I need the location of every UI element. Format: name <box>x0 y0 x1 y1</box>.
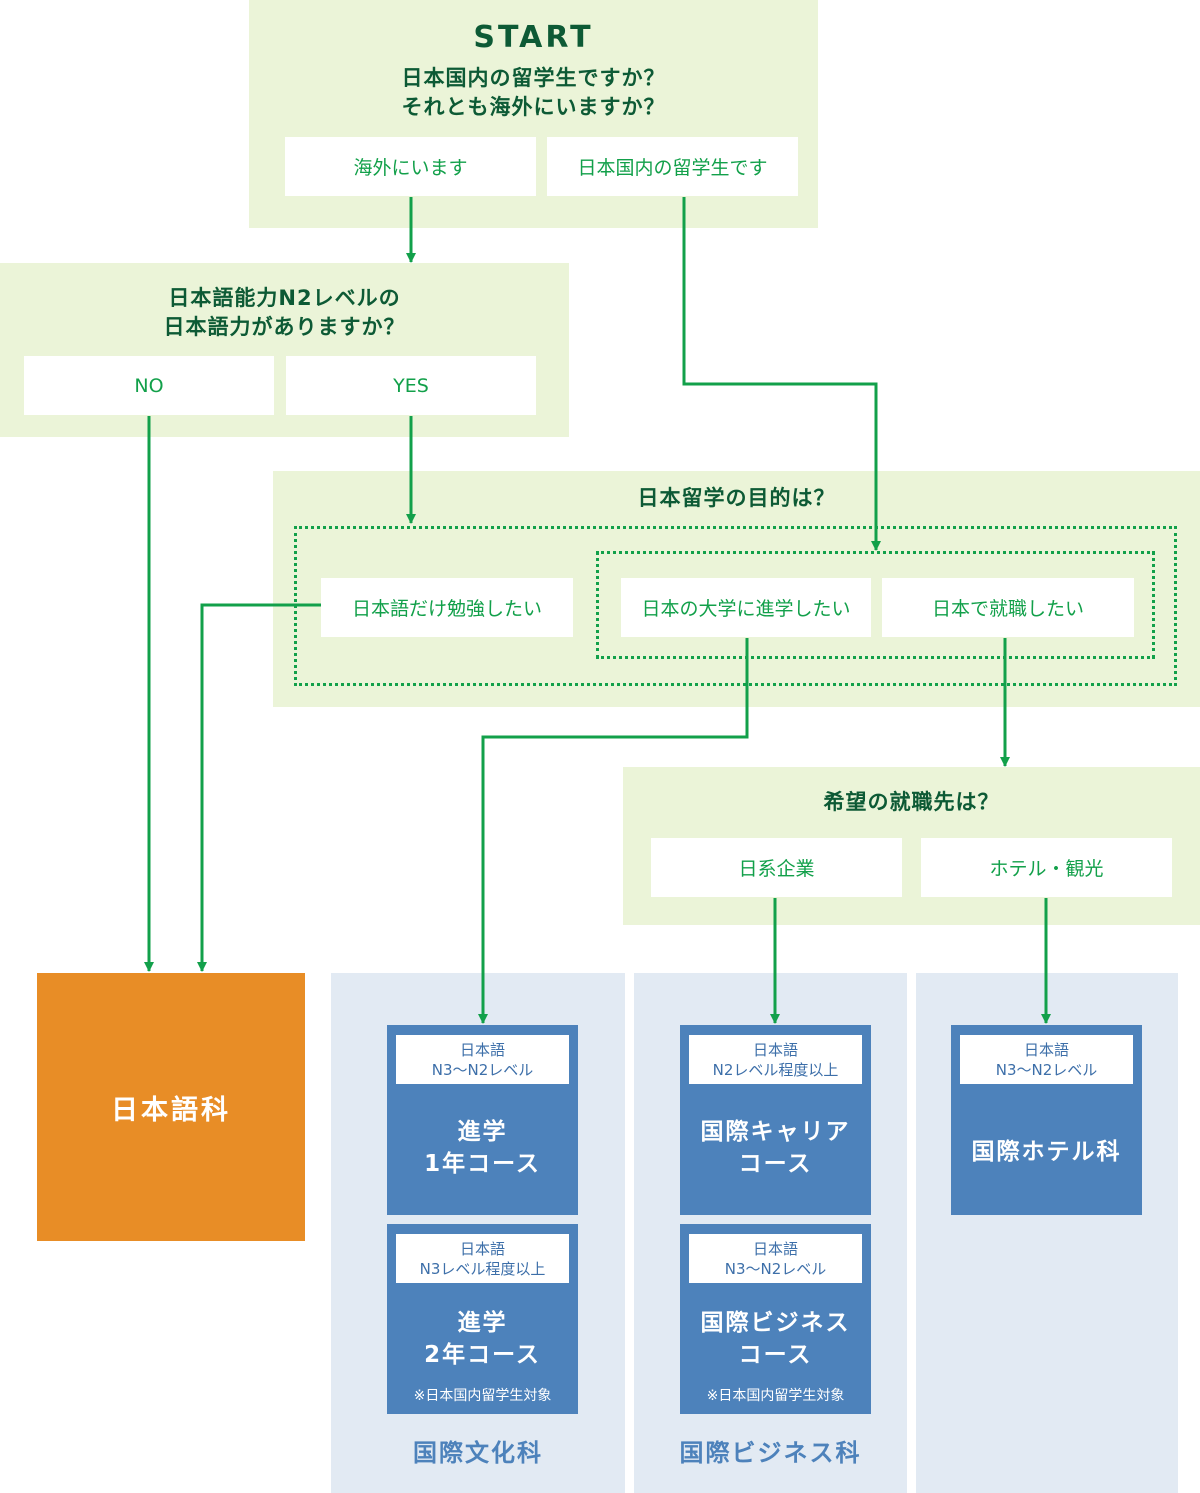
level-line2: N3〜N2レベル <box>995 1060 1098 1079</box>
option-hotel-tourism[interactable]: ホテル・観光 <box>921 838 1172 897</box>
option-get-a-job[interactable]: 日本で就職したい <box>882 578 1134 637</box>
course-name-line2: コース <box>738 1151 813 1177</box>
course-level-label: 日本語 N3〜N2レベル <box>689 1234 862 1283</box>
course-name-line1: 進学 <box>457 1119 508 1145</box>
course-name-line1: 国際ビジネス <box>700 1310 851 1336</box>
arrow-university-to-shingaku <box>478 638 749 1024</box>
level-question-line1: 日本語能力N2レベルの <box>168 286 401 310</box>
level-line2: N3レベル程度以上 <box>419 1259 546 1278</box>
option-study-japanese[interactable]: 日本語だけ勉強したい <box>321 578 573 637</box>
course-shingaku-1year[interactable]: 日本語 N3〜N2レベル 進学 1年コース <box>387 1025 578 1215</box>
level-line1: 日本語 <box>752 1040 798 1059</box>
course-name-line2: 1年コース <box>424 1151 541 1177</box>
level-line1: 日本語 <box>752 1239 798 1258</box>
course-name: 進学 1年コース <box>387 1116 578 1180</box>
course-name-line2: コース <box>738 1342 813 1368</box>
course-name-line2: 2年コース <box>424 1342 541 1368</box>
level-question: 日本語能力N2レベルの 日本語力がありますか？ <box>0 284 569 342</box>
department-kokusai-bunka: 国際文化科 <box>413 1439 543 1467</box>
option-no[interactable]: NO <box>24 356 274 415</box>
course-level-label: 日本語 N3〜N2レベル <box>960 1035 1133 1084</box>
course-name: 国際キャリア コース <box>680 1116 871 1180</box>
course-note: ※日本国内留学生対象 <box>706 1388 845 1404</box>
option-overseas[interactable]: 海外にいます <box>285 137 536 196</box>
course-name: 進学 2年コース <box>387 1307 578 1371</box>
level-line1: 日本語 <box>1023 1040 1069 1059</box>
level-line2: N3〜N2レベル <box>724 1259 827 1278</box>
level-line2: N2レベル程度以上 <box>712 1060 839 1079</box>
course-name-line1: 国際キャリア <box>700 1119 851 1145</box>
course-name-line1: 進学 <box>457 1310 508 1336</box>
course-name: 国際ホテル科 <box>971 1139 1122 1165</box>
course-note: ※日本国内留学生対象 <box>413 1388 552 1404</box>
start-question-line2: それとも海外にいますか？ <box>401 95 666 119</box>
purpose-question: 日本留学の目的は？ <box>637 486 836 510</box>
start-title: START <box>473 20 594 55</box>
course-level-label: 日本語 N3〜N2レベル <box>396 1035 569 1084</box>
course-kokusai-hotel[interactable]: 日本語 N3〜N2レベル 国際ホテル科 <box>951 1025 1142 1215</box>
start-question: 日本国内の留学生ですか？ それとも海外にいますか？ <box>249 64 818 122</box>
job-question: 希望の就職先は？ <box>823 790 1000 814</box>
course-kokusai-business[interactable]: 日本語 N3〜N2レベル 国際ビジネス コース ※日本国内留学生対象 <box>680 1224 871 1414</box>
department-kokusai-business: 国際ビジネス科 <box>679 1439 862 1467</box>
course-shingaku-2year[interactable]: 日本語 N3レベル程度以上 進学 2年コース ※日本国内留学生対象 <box>387 1224 578 1414</box>
level-line1: 日本語 <box>459 1040 505 1059</box>
option-japanese-company[interactable]: 日系企業 <box>651 838 902 897</box>
arrow-study-japanese-to-nihongo <box>197 603 321 972</box>
course-level-label: 日本語 N2レベル程度以上 <box>689 1035 862 1084</box>
study-or-work-group <box>596 551 1155 659</box>
level-question-line2: 日本語力がありますか？ <box>163 315 406 339</box>
course-name: 国際ビジネス コース <box>680 1307 871 1371</box>
course-level-label: 日本語 N3レベル程度以上 <box>396 1234 569 1283</box>
level-line1: 日本語 <box>459 1239 505 1258</box>
option-in-japan[interactable]: 日本国内の留学生です <box>547 137 798 196</box>
option-go-to-university[interactable]: 日本の大学に進学したい <box>621 578 871 637</box>
course-kokusai-career[interactable]: 日本語 N2レベル程度以上 国際キャリア コース <box>680 1025 871 1215</box>
start-question-line1: 日本国内の留学生ですか？ <box>401 66 666 90</box>
option-yes[interactable]: YES <box>286 356 536 415</box>
nihongo-department[interactable]: 日本語科 <box>37 973 305 1241</box>
arrow-in-japan-to-purpose <box>682 197 881 551</box>
level-line2: N3〜N2レベル <box>431 1060 534 1079</box>
